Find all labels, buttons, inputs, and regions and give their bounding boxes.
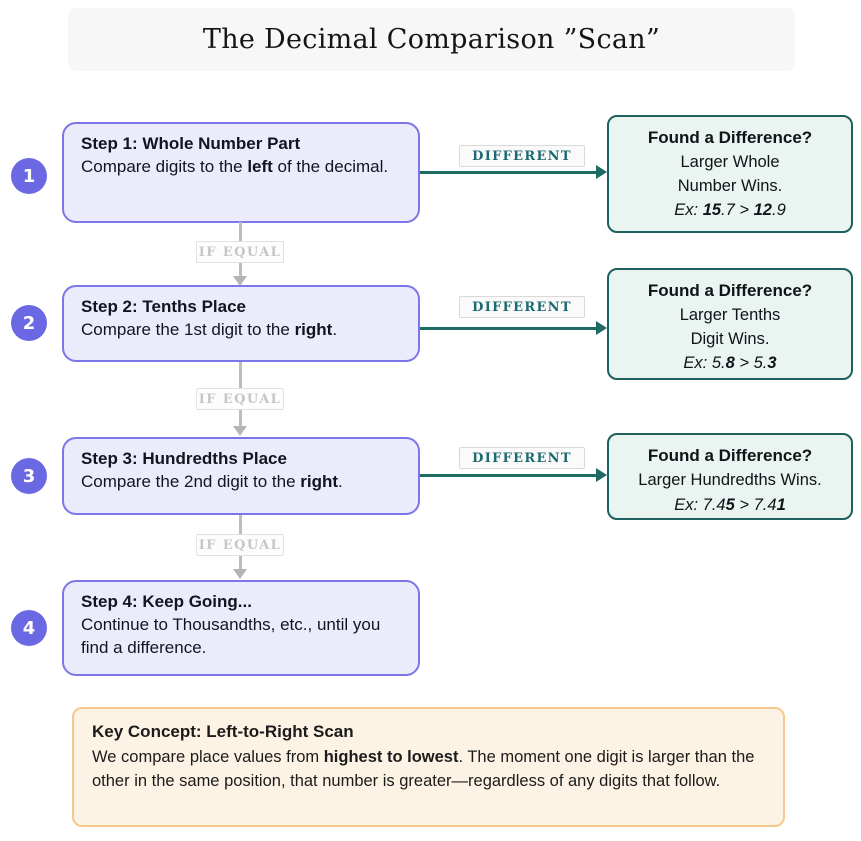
key-concept-body: We compare place values from highest to … <box>92 747 755 791</box>
step-title: Step 4: Keep Going... <box>81 592 252 611</box>
different-label-1: DIFFERENT <box>459 145 585 167</box>
result-title: Found a Difference? <box>647 446 813 465</box>
result-line: Digit Wins. <box>690 329 770 348</box>
arrowhead-right-icon <box>596 321 607 335</box>
step-title: Step 3: Hundredths Place <box>81 449 287 468</box>
different-arrow-line-1 <box>420 171 598 174</box>
step-title: Step 2: Tenths Place <box>81 297 247 316</box>
step-body: Compare the 1st digit to the right. <box>81 319 338 339</box>
result-example: Ex: 15.7 > 12.9 <box>674 201 786 220</box>
step-box-3: Step 3: Hundredths Place Compare the 2nd… <box>62 437 420 515</box>
result-title: Found a Difference? <box>647 281 813 300</box>
result-example: Ex: 7.45 > 7.41 <box>674 495 786 514</box>
result-box-2: Found a Difference? Larger Tenths Digit … <box>607 268 853 380</box>
step-body: Compare the 2nd digit to the right. <box>81 471 343 491</box>
arrowhead-right-icon <box>596 468 607 482</box>
result-title: Found a Difference? <box>647 128 813 147</box>
step-title: Step 1: Whole Number Part <box>81 134 301 153</box>
different-label-2: DIFFERENT <box>459 296 585 318</box>
title-banner: The Decimal Comparison ”Scan” <box>68 8 795 71</box>
result-box-1: Found a Difference? Larger Whole Number … <box>607 115 853 233</box>
step-body: Compare digits to the left of the decima… <box>81 156 389 176</box>
arrowhead-down-icon <box>233 276 247 286</box>
different-arrow-line-2 <box>420 327 598 330</box>
step-number-badge-1: 1 <box>11 158 47 194</box>
result-box-3: Found a Difference? Larger Hundredths Wi… <box>607 433 853 520</box>
arrowhead-down-icon <box>233 426 247 436</box>
step-body: Continue to Thousandths, etc., until you… <box>81 614 381 657</box>
arrowhead-down-icon <box>233 569 247 579</box>
if-equal-label-2: IF EQUAL <box>196 388 284 410</box>
if-equal-label-1: IF EQUAL <box>196 241 284 263</box>
step-number-badge-3: 3 <box>11 458 47 494</box>
step-box-4: Step 4: Keep Going... Continue to Thousa… <box>62 580 420 676</box>
result-line: Number Wins. <box>677 176 783 195</box>
key-concept-box: Key Concept: Left-to-Right Scan We compa… <box>72 707 785 827</box>
different-label-3: DIFFERENT <box>459 447 585 469</box>
different-arrow-line-3 <box>420 474 598 477</box>
step-box-2: Step 2: Tenths Place Compare the 1st dig… <box>62 285 420 362</box>
result-line: Larger Hundredths Wins. <box>638 470 822 489</box>
result-line: Larger Whole <box>680 152 780 171</box>
result-line: Larger Tenths <box>679 305 781 324</box>
step-number-badge-2: 2 <box>11 305 47 341</box>
step-number-badge-4: 4 <box>11 610 47 646</box>
arrowhead-right-icon <box>596 165 607 179</box>
result-example: Ex: 5.8 > 5.3 <box>683 354 777 373</box>
key-concept-title: Key Concept: Left-to-Right Scan <box>92 722 354 741</box>
step-box-1: Step 1: Whole Number Part Compare digits… <box>62 122 420 223</box>
page-title: The Decimal Comparison ”Scan” <box>202 24 661 55</box>
if-equal-label-3: IF EQUAL <box>196 534 284 556</box>
